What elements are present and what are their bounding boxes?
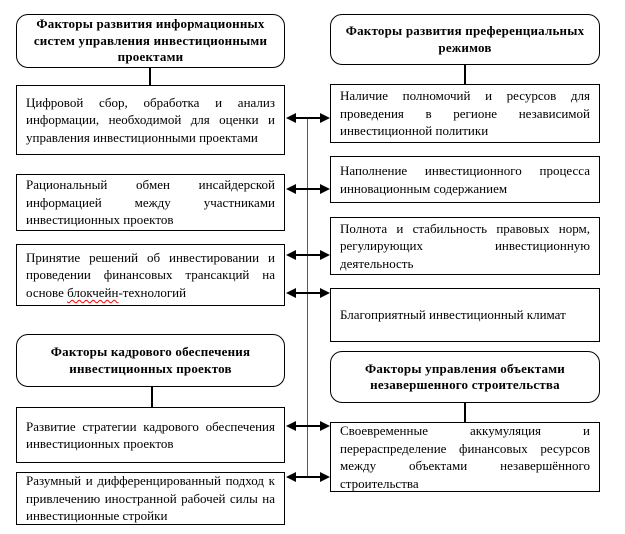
double-arrow-1	[286, 113, 330, 123]
box-digital-data-collection-text: Цифровой сбор, обработка и анализ информ…	[26, 94, 275, 145]
header-unfinished-construction: Факторы управления объектами незавершенн…	[330, 351, 600, 403]
arrow-shaft	[294, 117, 322, 119]
header-unfinished-construction-label: Факторы управления объектами незавершенн…	[365, 360, 565, 393]
box-innovation-content-text: Наполнение инвестиционного процесса инно…	[340, 163, 590, 196]
blockchain-text-before: Принятие решений об инвестировании и про…	[26, 249, 275, 300]
header-preferential-regimes-label: Факторы развития преференциальных режимо…	[345, 23, 585, 55]
box-investment-climate-text: Благоприятный инвестиционный климат	[340, 307, 566, 323]
box-insider-information-exchange: Рациональный обмен инсайдерской информац…	[16, 174, 285, 231]
arrowhead-left-icon	[286, 288, 296, 298]
box-legal-norms: Полнота и стабильность правовых норм, ре…	[330, 217, 600, 275]
double-arrow-2	[286, 184, 330, 194]
header-info-systems: Факторы развития информационных систем у…	[16, 14, 285, 68]
double-arrow-3	[286, 250, 330, 260]
header-preferential-regimes: Факторы развития преференциальных режимо…	[330, 14, 600, 65]
box-investment-climate: Благоприятный инвестиционный климат	[330, 288, 600, 342]
arrow-shaft	[294, 292, 322, 294]
box-innovation-content: Наполнение инвестиционного процесса инно…	[330, 156, 600, 203]
arrow-shaft	[294, 425, 322, 427]
box-funds-reallocation-text: Своевременные аккумуляция и перераспреде…	[340, 423, 590, 491]
arrowhead-left-icon	[286, 472, 296, 482]
box-digital-data-collection: Цифровой сбор, обработка и анализ информ…	[16, 85, 285, 155]
box-blockchain-decisions: Принятие решений об инвестировании и про…	[16, 244, 285, 306]
double-arrow-6	[286, 472, 330, 482]
arrowhead-right-icon	[320, 113, 330, 123]
arrow-shaft	[294, 254, 322, 256]
blockchain-text-after: -технологий	[118, 284, 187, 300]
arrowhead-left-icon	[286, 184, 296, 194]
arrowhead-right-icon	[320, 184, 330, 194]
header-hr-support-label: Факторы кадрового обеспечения инвестицио…	[50, 344, 251, 376]
arrowhead-left-icon	[286, 113, 296, 123]
box-legal-norms-text: Полнота и стабильность правовых норм, ре…	[340, 220, 590, 271]
arrow-shaft	[294, 476, 322, 478]
connector-stub-right-top	[464, 64, 466, 85]
arrowhead-left-icon	[286, 250, 296, 260]
box-independent-policy: Наличие полномочий и ресурсов для провед…	[330, 84, 600, 143]
header-hr-support: Факторы кадрового обеспечения инвестицио…	[16, 334, 285, 387]
box-blockchain-decisions-text: Принятие решений об инвестировании и про…	[17, 249, 284, 302]
double-arrow-5	[286, 421, 330, 431]
arrowhead-right-icon	[320, 250, 330, 260]
double-arrow-4	[286, 288, 330, 298]
arrow-shaft	[294, 188, 322, 190]
box-funds-reallocation: Своевременные аккумуляция и перераспреде…	[330, 422, 600, 492]
spellcheck-underlined-word: блокчейн	[67, 284, 119, 300]
arrowhead-right-icon	[320, 288, 330, 298]
box-foreign-labor: Разумный и дифференцированный подход к п…	[16, 472, 285, 525]
box-hr-strategy-text: Развитие стратегии кадрового обеспечения…	[26, 418, 275, 452]
arrowhead-right-icon	[320, 472, 330, 482]
arrowhead-left-icon	[286, 421, 296, 431]
connector-stub-left-bottom	[151, 387, 153, 408]
arrowhead-right-icon	[320, 421, 330, 431]
connector-stub-left-top	[149, 68, 151, 86]
box-insider-information-exchange-text: Рациональный обмен инсайдерской информац…	[26, 177, 275, 228]
box-independent-policy-text: Наличие полномочий и ресурсов для провед…	[340, 88, 590, 139]
connector-spine	[307, 118, 308, 478]
connector-stub-right-bottom	[464, 402, 466, 423]
box-foreign-labor-text: Разумный и дифференцированный подход к п…	[26, 473, 275, 524]
box-hr-strategy: Развитие стратегии кадрового обеспечения…	[16, 407, 285, 463]
header-info-systems-label: Факторы развития информационных систем у…	[33, 16, 268, 65]
